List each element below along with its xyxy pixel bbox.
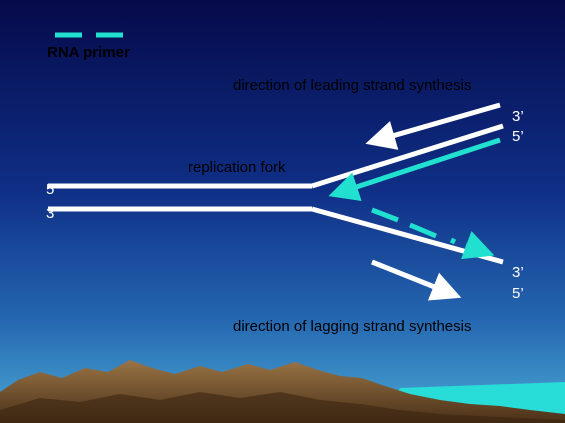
lagging-direction-arrow [371,259,462,301]
parent-top-end-label: 5’ [46,181,58,198]
leading-direction-arrow [365,102,501,150]
lagging-new-fragment [461,231,495,260]
mountain-shadow [0,392,565,423]
lagging-direction-label: direction of lagging strand synthesis [233,318,471,335]
lagging-primer-2 [409,222,437,239]
leading-template-bottom-label: 5’ [512,128,524,145]
legend-primer-label: RNA primer [47,44,130,61]
new-leading-strand [328,137,501,202]
replication-fork-label: replication fork [188,159,286,176]
leading-template-top-label: 3’ [512,108,524,125]
leading-direction-label: direction of leading strand synthesis [233,77,471,94]
lagging-primer-3 [449,237,457,245]
parent-bottom-end-label: 3’ [46,205,58,222]
lagging-primer-1 [371,207,399,223]
lagging-template-top-label: 3’ [512,264,524,281]
lagging-template-bottom-label: 5’ [512,285,524,302]
